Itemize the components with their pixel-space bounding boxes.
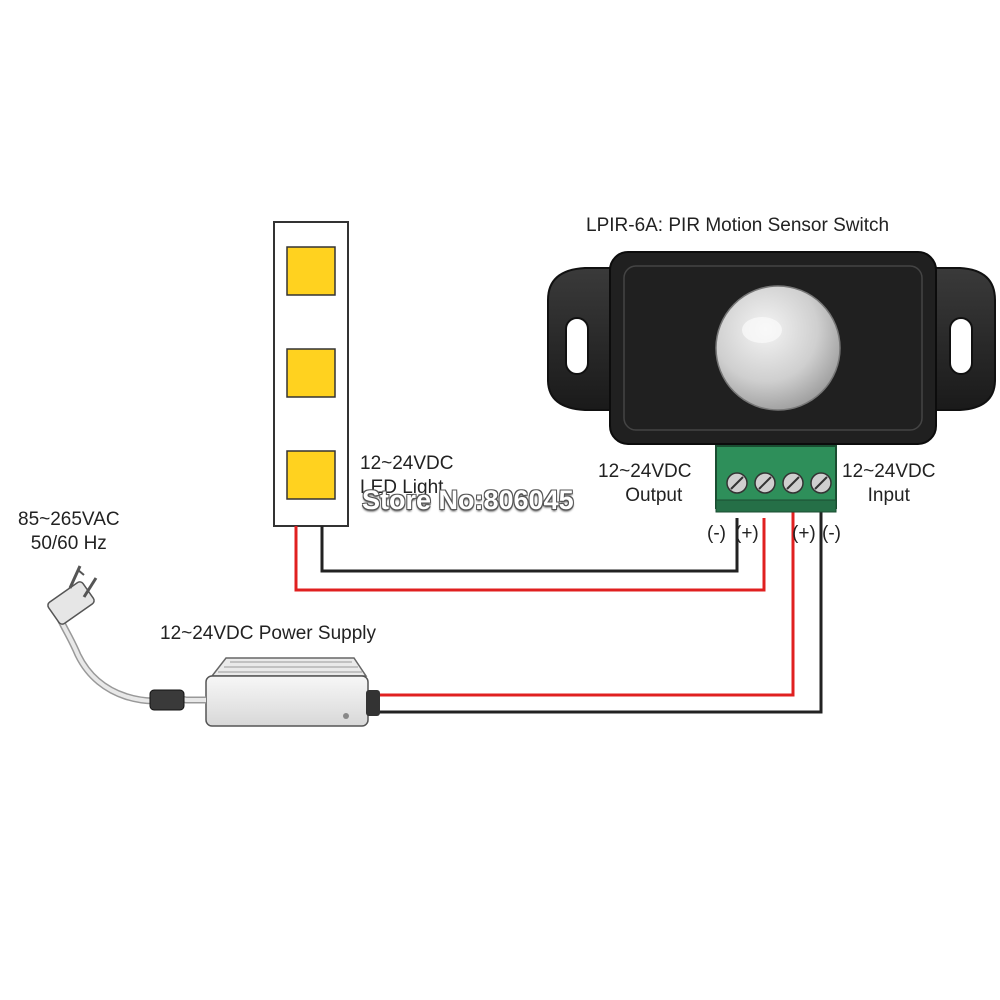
terminal-screw	[782, 472, 804, 494]
led-label-line2: LED Light	[360, 477, 444, 498]
terminal-out-pos: (+)	[735, 523, 759, 544]
output-label-line1: 12~24VDC	[598, 461, 692, 482]
pir-dome	[715, 285, 841, 411]
mains-label-line2: 50/60 Hz	[30, 533, 107, 554]
terminal-screw	[726, 472, 748, 494]
power-supply	[205, 657, 380, 727]
input-label: 12~24VDC Input	[842, 460, 935, 508]
led-chip	[286, 348, 336, 398]
led-negative-wire	[320, 518, 739, 573]
terminal-out-neg: (-)	[707, 523, 726, 544]
wires	[294, 510, 823, 714]
ac-cable	[54, 612, 206, 711]
terminal-screw	[754, 472, 776, 494]
led-chip	[286, 450, 336, 500]
led-strip	[273, 221, 349, 527]
output-label-line2: Output	[625, 485, 683, 506]
terminal-in-pos: (+)	[792, 523, 816, 544]
pir-sensor-switch	[547, 251, 996, 445]
led-label-line1: 12~24VDC	[360, 453, 454, 474]
store-watermark: Store No:806045	[362, 485, 574, 515]
power-indicator-icon	[343, 713, 349, 719]
supply-negative-wire	[372, 510, 823, 714]
supply-positive-wire	[372, 510, 795, 697]
led-positive-wire	[294, 518, 766, 592]
output-label: 12~24VDC Output	[598, 460, 691, 508]
dc-plug	[149, 689, 185, 711]
power-supply-label: 12~24VDC Power Supply	[160, 623, 376, 644]
led-chip	[286, 246, 336, 296]
device-title: LPIR-6A: PIR Motion Sensor Switch	[586, 215, 890, 236]
ac-plug-icon	[47, 565, 98, 625]
mains-label-line1: 85~265VAC	[18, 509, 120, 530]
mains-label: 85~265VAC 50/60 Hz	[18, 508, 120, 556]
terminal-in-neg: (-)	[822, 523, 841, 544]
mount-slot-left	[565, 317, 589, 375]
dc-connector	[366, 690, 380, 716]
led-label: 12~24VDC LED Light	[360, 452, 453, 500]
terminal-block	[715, 445, 837, 513]
terminal-screw	[810, 472, 832, 494]
input-label-line1: 12~24VDC	[842, 461, 936, 482]
input-label-line2: Input	[867, 485, 910, 506]
mount-slot-right	[949, 317, 973, 375]
